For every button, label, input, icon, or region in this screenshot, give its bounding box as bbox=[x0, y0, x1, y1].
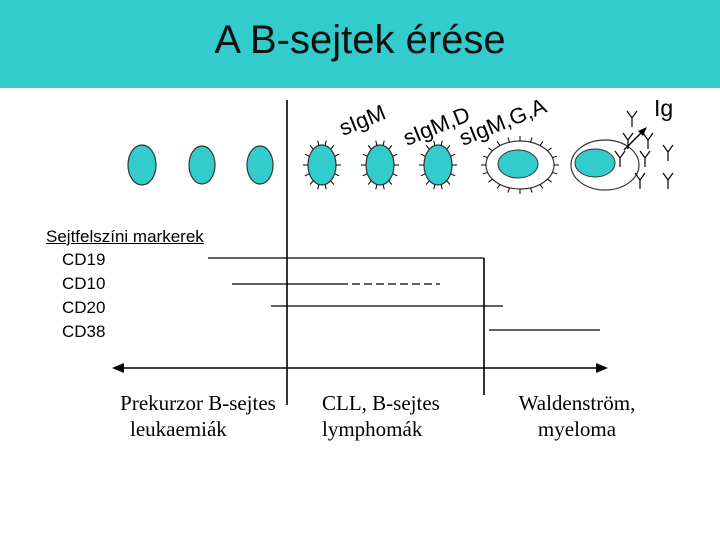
label-sigmga: sIgM,G,A bbox=[456, 93, 551, 151]
markers-heading: Sejtfelszíni markerek bbox=[46, 227, 204, 246]
range-arrowhead-right bbox=[596, 363, 608, 373]
surface-receptor bbox=[425, 145, 430, 150]
antibody-y-shape bbox=[662, 172, 674, 189]
label-ig: Ig bbox=[654, 95, 673, 121]
surface-receptor bbox=[547, 178, 552, 183]
surface-receptor bbox=[450, 173, 456, 177]
surface-receptor bbox=[392, 173, 398, 177]
surface-receptor bbox=[420, 173, 426, 177]
surface-receptor bbox=[433, 140, 436, 146]
cell-7-activated bbox=[481, 136, 559, 194]
surface-receptor bbox=[304, 173, 310, 177]
antibody-y-shape bbox=[639, 150, 651, 167]
secretion-arrowhead bbox=[638, 127, 647, 136]
surface-receptor bbox=[367, 180, 372, 185]
surface-receptor bbox=[482, 155, 488, 159]
cell-5-sigm bbox=[361, 140, 399, 190]
marker-cd19: CD19 bbox=[62, 250, 106, 269]
surface-receptor bbox=[362, 153, 368, 157]
surface-receptor bbox=[488, 147, 493, 152]
group-precursor: Prekurzor B-sejtes leukaemiák bbox=[98, 390, 298, 442]
surface-receptor bbox=[367, 145, 372, 150]
cell-2 bbox=[188, 145, 216, 185]
surface-receptor bbox=[388, 145, 393, 150]
surface-receptor bbox=[547, 147, 552, 152]
cell-6-sigmd bbox=[419, 140, 457, 190]
range-arrowhead-left bbox=[112, 363, 124, 373]
surface-receptor bbox=[309, 145, 314, 150]
surface-receptor bbox=[330, 145, 335, 150]
surface-receptor bbox=[450, 153, 456, 157]
antibodies bbox=[614, 110, 674, 189]
surface-receptor bbox=[324, 184, 327, 190]
surface-receptor bbox=[539, 184, 544, 189]
surface-receptor bbox=[446, 180, 451, 185]
surface-receptor bbox=[425, 180, 430, 185]
surface-receptor bbox=[496, 184, 501, 189]
surface-receptor bbox=[317, 140, 320, 146]
surface-receptor bbox=[375, 184, 378, 190]
page-title: A B-sejtek érése bbox=[214, 18, 506, 62]
surface-receptor bbox=[507, 187, 510, 193]
surface-receptor bbox=[552, 155, 558, 159]
marker-cd20: CD20 bbox=[62, 298, 106, 317]
antibody-y-shape bbox=[622, 132, 634, 149]
surface-receptor bbox=[488, 178, 493, 183]
antibody-y-shape bbox=[642, 132, 654, 149]
surface-receptor bbox=[317, 184, 320, 190]
title-banner bbox=[0, 0, 720, 88]
antibody-y-shape bbox=[634, 172, 646, 189]
surface-receptor bbox=[304, 153, 310, 157]
surface-receptor bbox=[482, 171, 488, 175]
antibody-y-shape bbox=[614, 150, 626, 167]
cell-3 bbox=[246, 145, 274, 185]
surface-receptor bbox=[440, 140, 443, 146]
surface-receptor bbox=[530, 137, 533, 143]
group-cll-line1: CLL, B-sejtes bbox=[322, 391, 440, 415]
cell-4-sigm bbox=[303, 140, 341, 190]
surface-receptor bbox=[388, 180, 393, 185]
group-waldenstrom-line1: Waldenström, bbox=[518, 391, 636, 415]
surface-receptor bbox=[375, 140, 378, 146]
surface-receptor bbox=[552, 171, 558, 175]
surface-receptor bbox=[420, 153, 426, 157]
group-precursor-line2: leukaemiák bbox=[130, 417, 227, 441]
surface-receptor bbox=[334, 153, 340, 157]
surface-receptor bbox=[392, 153, 398, 157]
antibody-y-shape bbox=[662, 144, 674, 161]
cell-1 bbox=[127, 144, 157, 186]
surface-receptor bbox=[382, 140, 385, 146]
marker-cd38: CD38 bbox=[62, 322, 106, 341]
surface-receptor bbox=[539, 141, 544, 146]
label-sigm: sIgM bbox=[336, 100, 390, 141]
surface-receptor bbox=[362, 173, 368, 177]
group-cll-line2: lymphomák bbox=[322, 417, 423, 441]
surface-receptor bbox=[530, 187, 533, 193]
group-precursor-line1: Prekurzor B-sejtes bbox=[120, 391, 276, 415]
surface-receptor bbox=[334, 173, 340, 177]
group-waldenstrom-line2: myeloma bbox=[537, 417, 617, 441]
group-cll: CLL, B-sejtes lymphomák bbox=[310, 390, 480, 442]
surface-receptor bbox=[446, 145, 451, 150]
marker-cd10: CD10 bbox=[62, 274, 106, 293]
surface-receptor bbox=[433, 184, 436, 190]
cell-8-plasma bbox=[570, 139, 640, 191]
surface-receptor bbox=[324, 140, 327, 146]
surface-receptor bbox=[507, 137, 510, 143]
surface-receptor bbox=[440, 184, 443, 190]
antibody-y-shape bbox=[626, 110, 638, 127]
surface-receptor bbox=[496, 141, 501, 146]
surface-receptor bbox=[309, 180, 314, 185]
surface-receptor bbox=[382, 184, 385, 190]
surface-receptor bbox=[330, 180, 335, 185]
group-waldenstrom: Waldenström, myeloma bbox=[492, 390, 662, 442]
